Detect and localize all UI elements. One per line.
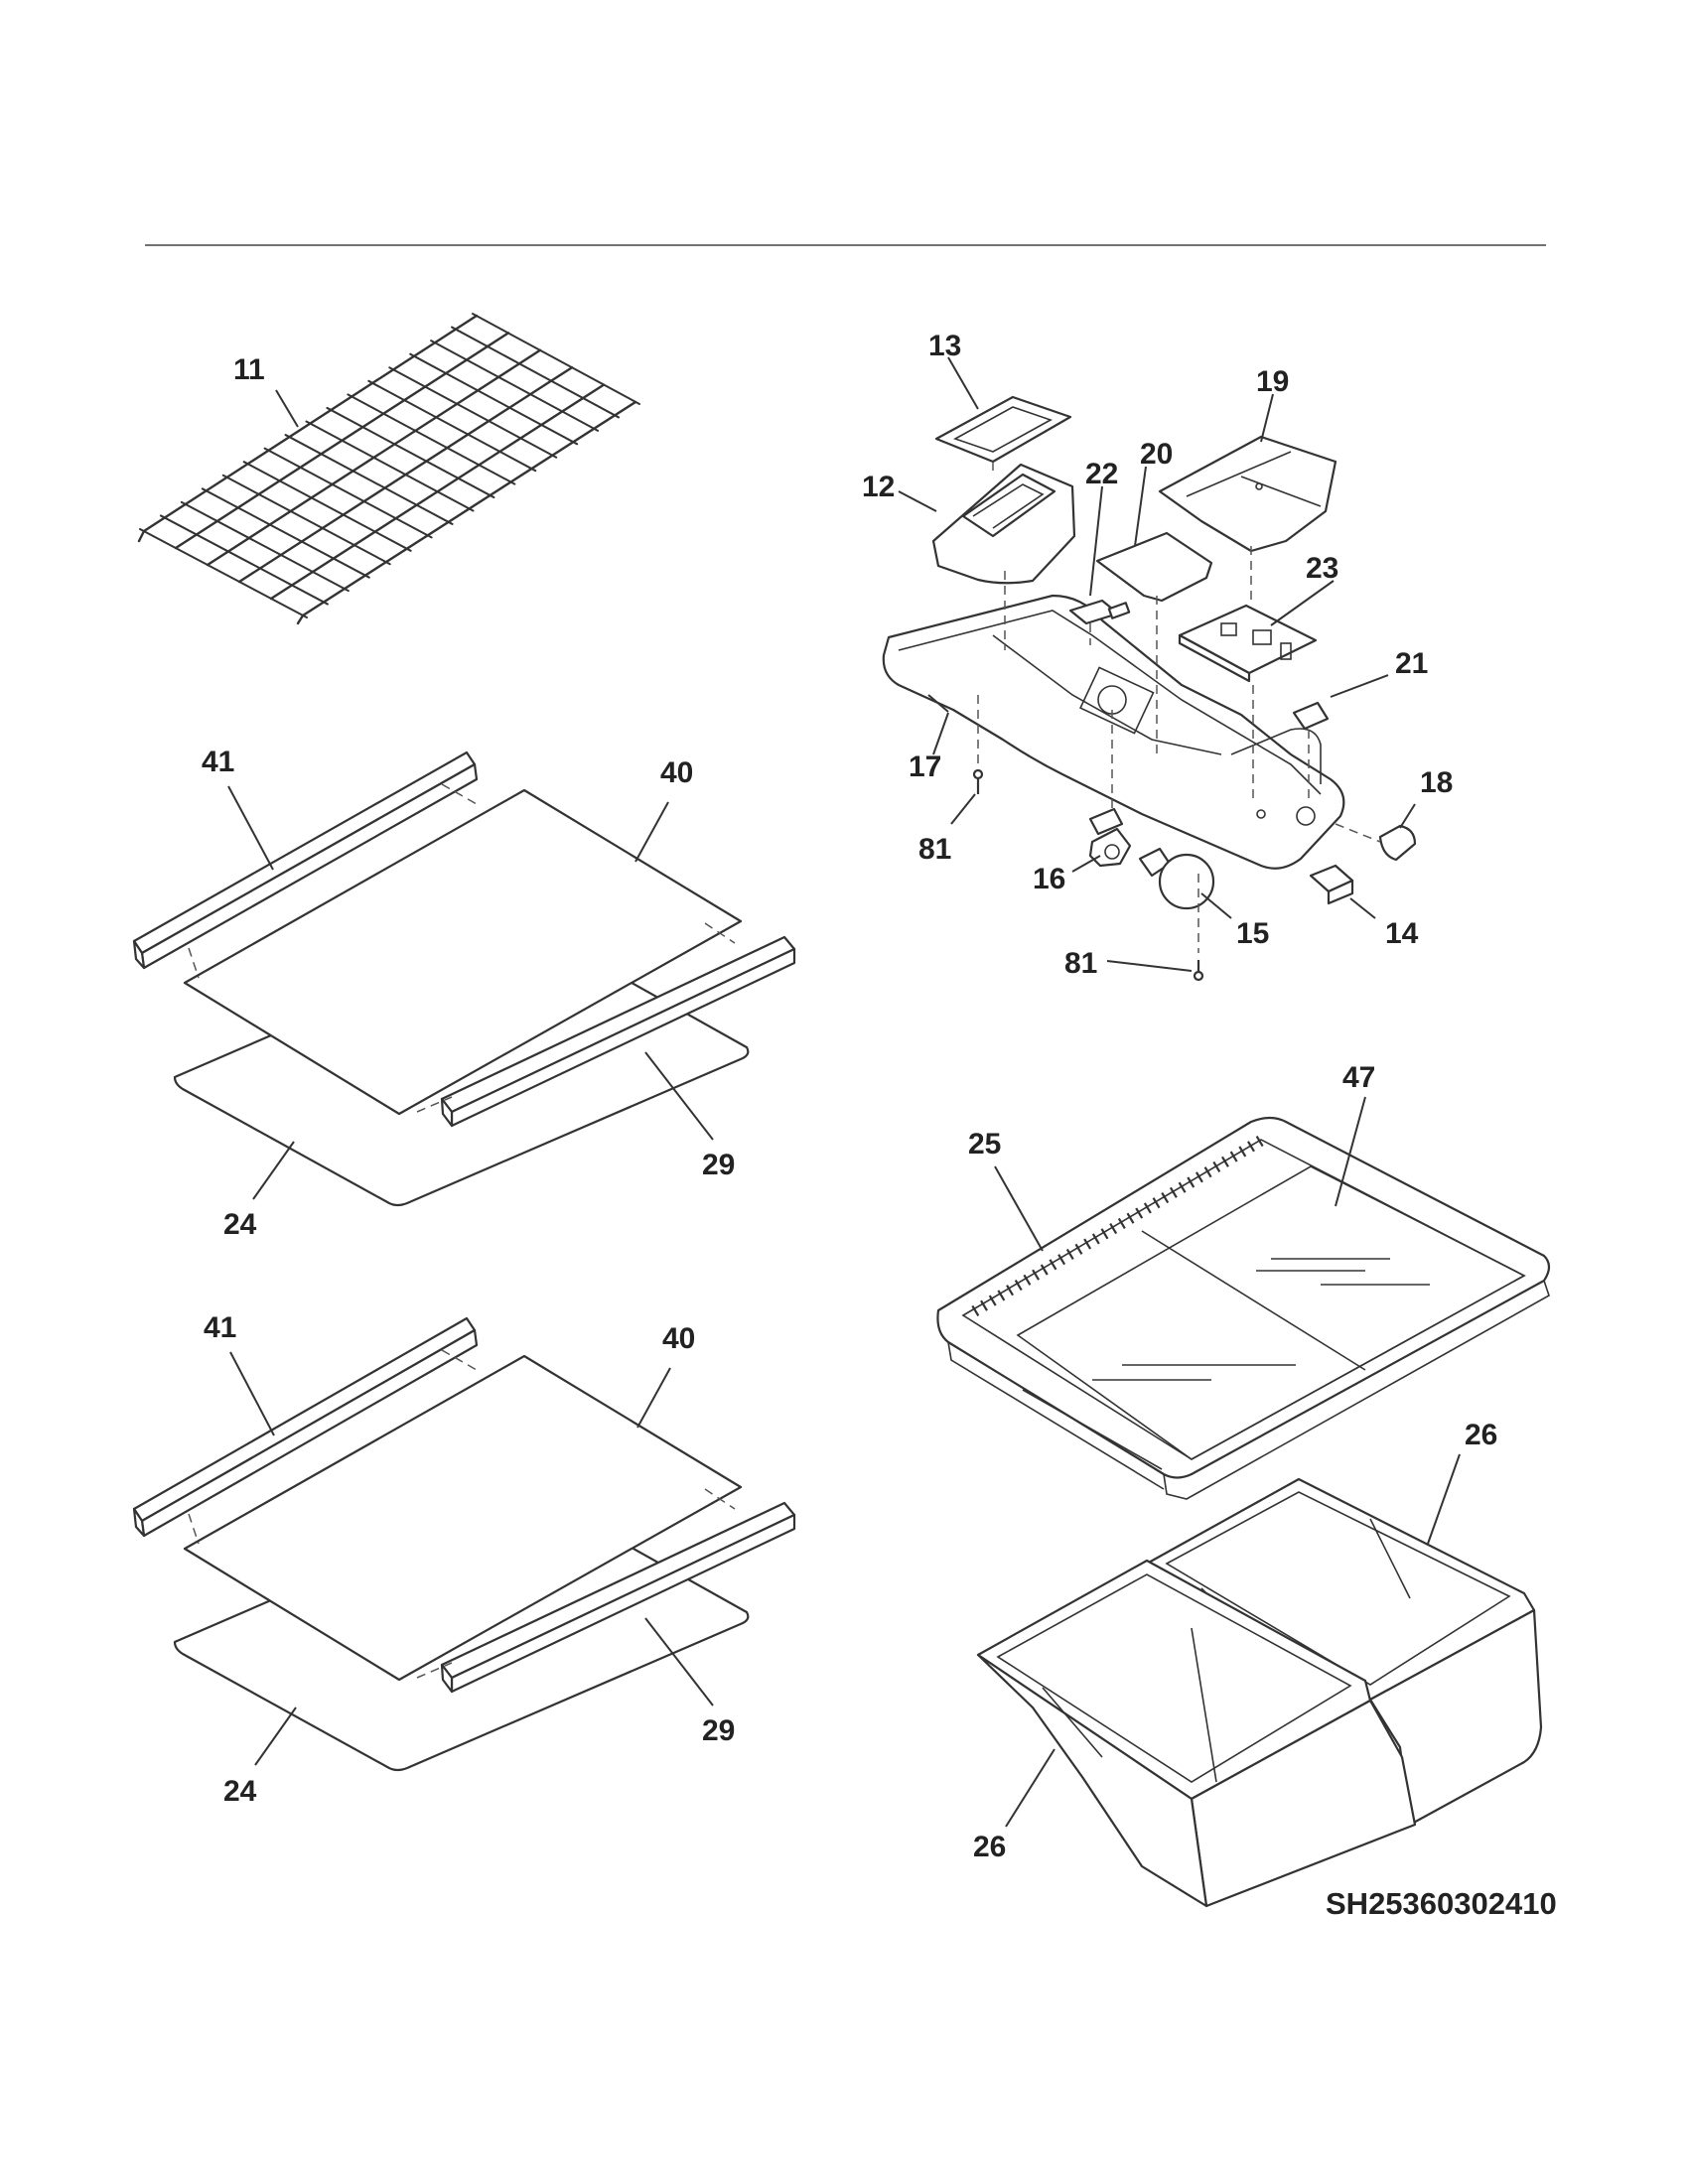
leader-15 (1200, 892, 1232, 919)
label-26-a: 26 (1465, 1419, 1497, 1451)
label-40-a: 40 (660, 756, 693, 789)
leader-24-a (252, 1141, 295, 1200)
label-20: 20 (1140, 438, 1173, 471)
control-board (1178, 604, 1318, 683)
leader-25 (994, 1165, 1044, 1252)
label-11: 11 (233, 353, 265, 386)
label-24-b: 24 (223, 1775, 257, 1808)
shelf-glass-1 (183, 788, 743, 1116)
label-41-a: 41 (202, 746, 234, 778)
label-40-b: 40 (662, 1322, 695, 1355)
crisper-drawer-lower (976, 1559, 1417, 1908)
leader-81-b (1106, 960, 1193, 972)
label-12: 12 (862, 471, 895, 503)
crisper-glass-panel (1016, 1165, 1526, 1460)
screw-upper (972, 768, 984, 794)
label-23: 23 (1306, 552, 1338, 585)
leader-16 (1071, 855, 1101, 873)
leader-29-a (644, 1051, 714, 1141)
label-13: 13 (928, 330, 961, 362)
board-cover (1095, 531, 1213, 603)
leader-11 (275, 389, 299, 428)
housing-body (882, 594, 1345, 870)
filter-frame (934, 395, 1072, 464)
label-24-a: 24 (223, 1208, 257, 1241)
leader-12 (898, 490, 937, 512)
label-41-b: 41 (204, 1311, 236, 1344)
label-17: 17 (909, 751, 941, 783)
label-18: 18 (1420, 766, 1453, 799)
switch (1309, 864, 1354, 905)
leader-18 (1399, 803, 1416, 829)
label-14: 14 (1385, 917, 1419, 950)
leader-13 (947, 356, 979, 410)
screw-lower (1193, 960, 1204, 982)
label-22: 22 (1085, 458, 1118, 490)
leader-41-a (227, 785, 274, 871)
leader-20 (1134, 466, 1147, 547)
label-81-b: 81 (1064, 947, 1097, 980)
crisper-frame (936, 1116, 1551, 1479)
connector (1068, 599, 1131, 625)
shelf-trim-front-1 (440, 935, 796, 1128)
leader-26-b (1005, 1748, 1055, 1828)
label-47: 47 (1342, 1061, 1375, 1094)
label-29-b: 29 (702, 1714, 735, 1747)
label-26-b: 26 (973, 1831, 1006, 1863)
label-21: 21 (1395, 647, 1428, 680)
leader-21 (1330, 674, 1389, 698)
leader-40-b (636, 1367, 671, 1429)
bulb (1138, 847, 1215, 910)
leader-29-b (644, 1617, 714, 1706)
small-bracket (1292, 701, 1330, 731)
leader-26-a (1427, 1453, 1461, 1545)
shelf-trim-rear-1 (132, 751, 479, 970)
leader-22 (1089, 485, 1103, 597)
label-16: 16 (1033, 863, 1065, 895)
knob (1378, 824, 1417, 862)
leader-17 (927, 694, 949, 713)
label-25: 25 (968, 1128, 1001, 1160)
crisper-drawer-upper (1145, 1477, 1543, 1827)
leader-24-b (254, 1706, 297, 1766)
label-15: 15 (1236, 917, 1269, 950)
control-knob-housing (931, 463, 1076, 585)
leader-14 (1349, 897, 1376, 919)
glass-shelf-assembly-1 (132, 751, 796, 1207)
leader-19 (1260, 393, 1274, 443)
shelf-glass-2 (183, 1354, 743, 1682)
glass-shelf-assembly-2 (132, 1316, 796, 1772)
crisper-cover (936, 1116, 1551, 1500)
wire-shelf (137, 313, 640, 625)
drawing-id: SH25360302410 (1326, 1886, 1557, 1921)
label-81-a: 81 (918, 833, 951, 866)
shelf-trim-front-2 (440, 1501, 796, 1694)
leader-81-a (950, 793, 976, 825)
leader-41-b (229, 1351, 275, 1436)
shelf-trim-rear-2 (132, 1316, 479, 1538)
cover-plate (1158, 435, 1337, 553)
label-19: 19 (1256, 365, 1289, 398)
label-29-a: 29 (702, 1149, 735, 1181)
leader-47 (1335, 1096, 1366, 1207)
leader-23 (1270, 580, 1335, 626)
leader-40-a (634, 801, 669, 863)
